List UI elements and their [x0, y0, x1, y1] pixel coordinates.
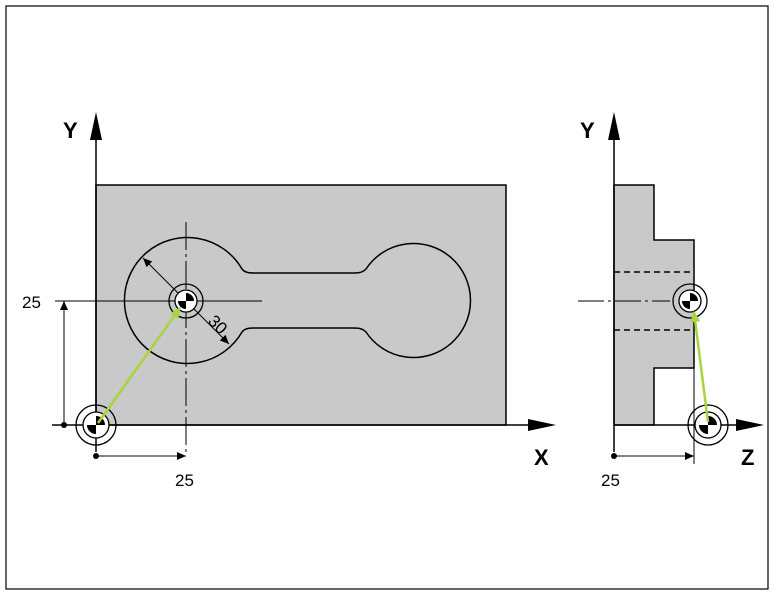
y-axis-arrow-icon [90, 112, 102, 140]
vector-arrow [690, 311, 710, 423]
y-axis-arrow-icon [608, 112, 620, 140]
dimension-z-value: 25 [601, 471, 620, 490]
dimension-origin-dot [611, 453, 617, 459]
vector-arrow [96, 307, 182, 424]
datum-symbol-icon [687, 404, 729, 446]
side-view: Y 25 Z [578, 112, 764, 490]
datum-symbol-icon [672, 283, 708, 319]
y-axis-label: Y [580, 118, 595, 143]
dimension-x-value: 25 [175, 471, 194, 490]
x-axis-arrow-icon [528, 419, 556, 431]
dimension-y-value: 25 [22, 293, 41, 312]
y-axis-label: Y [63, 118, 78, 143]
z-axis-label: Z [741, 445, 754, 470]
datum-symbol-icon [168, 283, 204, 319]
x-axis-label: X [534, 445, 549, 470]
front-view: Y X 25 25 30 [22, 112, 556, 490]
dimension-origin-dot [61, 422, 67, 428]
z-axis-arrow-icon [736, 419, 764, 431]
dimension-origin-dot [93, 453, 99, 459]
